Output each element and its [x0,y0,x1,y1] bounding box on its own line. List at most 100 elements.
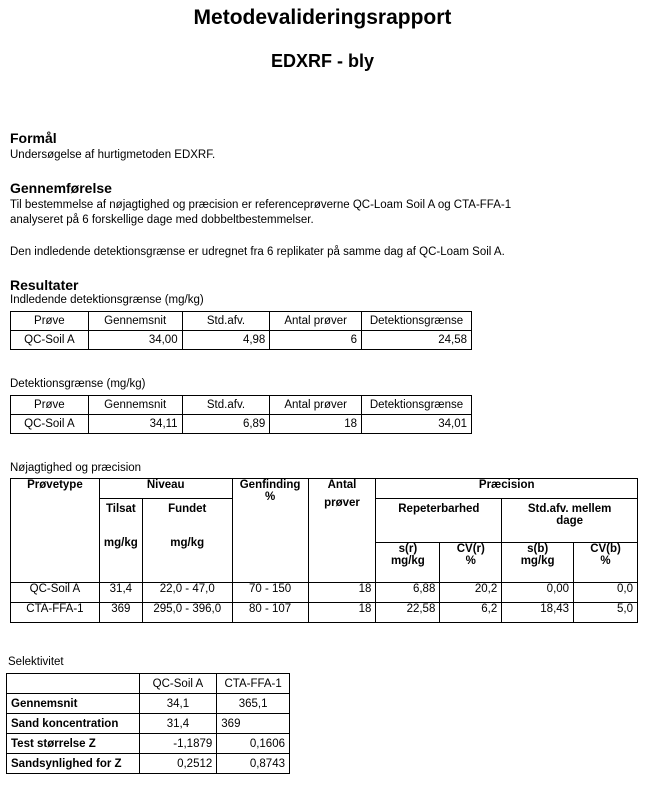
header-cell: QC-Soil A [138,673,218,694]
cell: 0,2512 [138,753,218,774]
cell: 6,88 [375,582,441,603]
header-cell-sb: s(b) mg/kg [501,542,575,583]
cell: 24,58 [361,330,472,350]
cell: 6,2 [439,602,503,623]
table-header-row: QC-Soil A CTA-FFA-1 [6,673,290,694]
table4-caption: Selektivitet [8,656,64,668]
table-header-row: Prøve Gennemsnit Std.afv. Antal prøver D… [10,311,472,331]
cell: 31,4 [98,582,143,603]
cell: 22,58 [375,602,441,623]
header-cell: Prøve [10,395,89,415]
header-cell-genfinding: Genfinding % [231,478,309,583]
header-cell: Prøve [10,311,89,331]
cell: 18,43 [501,602,575,623]
initial-detection-limit-table: Prøve Gennemsnit Std.afv. Antal prøver D… [10,311,472,350]
cell: CTA-FFA-1 [10,602,100,623]
table-row: QC-Soil A 34,11 6,89 18 34,01 [10,414,472,434]
header-cell: Gennemsnit [87,395,183,415]
gennemfoerelse-line-3: Den indledende detektionsgrænse er udreg… [10,246,505,258]
cell: 369 [216,713,290,734]
cell: 18 [307,602,377,623]
header-cell-niveau: Niveau [98,478,233,499]
accuracy-precision-table: Prøvetype Niveau Genfinding % Antal prøv… [10,478,638,623]
header-cell: CTA-FFA-1 [216,673,290,694]
header-cvb-unit: % [600,555,611,567]
table-row: QC-Soil A 34,00 4,98 6 24,58 [10,330,472,350]
header-cell: Antal prøver [269,395,363,415]
table1-caption: Indledende detektionsgrænse (mg/kg) [10,294,204,306]
cell: QC-Soil A [10,330,89,350]
report-subtitle: EDXRF - bly [270,51,374,71]
header-sb-label: s(b) [527,543,549,555]
table-row: QC-Soil A 31,4 22,0 - 47,0 70 - 150 18 6… [10,582,638,603]
header-cell [6,673,140,694]
header-cell-praecision: Præcision [375,478,638,499]
cell: 0,1606 [216,733,290,754]
cell: 0,00 [501,582,575,603]
formaal-text: Undersøgelse af hurtigmetoden EDXRF. [10,149,216,161]
cell: 34,00 [87,330,183,350]
table-row: Sandsynlighed for Z 0,2512 0,8743 [6,753,290,774]
cell: 34,1 [138,693,218,714]
cell: Test størrelse Z [6,733,140,754]
header-dage-label: dage [556,515,584,527]
cell: 18 [307,582,377,603]
header-cell: Std.afv. [181,395,271,415]
table-row: Sand koncentration 31,4 369 [6,713,290,734]
cell: 31,4 [138,713,218,734]
header-tilsat-unit: mg/kg [103,537,138,549]
table-row: Test størrelse Z -1,1879 0,1606 [6,733,290,754]
header-genfinding-label: Genfinding [239,479,301,491]
table-header-row: s(r) mg/kg CV(r) % s(b) mg/kg CV(b) % [11,542,638,583]
header-cell: Detektionsgrænse [361,311,472,331]
cell: 4,98 [181,330,271,350]
cell: 70 - 150 [231,582,309,603]
header-cell-stdafv-mellem: Std.afv. mellem dage [501,498,638,543]
header-cvr-unit: % [465,555,476,567]
cell: 22,0 - 47,0 [141,582,233,603]
section-heading-gennemfoerelse: Gennemførelse [10,180,112,196]
header-cell: Std.afv. [181,311,271,331]
header-sr-label: s(r) [398,543,418,555]
gennemfoerelse-line-2: analyseret på 6 forskellige dage med dob… [10,214,314,226]
header-cell-sr: s(r) mg/kg [375,542,441,583]
cell: -1,1879 [138,733,218,754]
header-cell-cvb: CV(b) % [573,542,638,583]
header-cvr-label: CV(r) [456,543,485,555]
header-cell-repeterbarhed: Repeterbarhed [375,498,503,543]
cell: 18 [269,414,363,434]
table-row: CTA-FFA-1 369 295,0 - 396,0 80 - 107 18 … [10,602,638,623]
report-title: Metodevalideringsrapport [193,6,452,29]
header-sb-unit: mg/kg [520,555,555,567]
cell: QC-Soil A [10,414,89,434]
header-sr-unit: mg/kg [390,555,425,567]
cell: 0,8743 [216,753,290,774]
cell: 295,0 - 396,0 [141,602,233,623]
cell: QC-Soil A [10,582,100,603]
header-cell-antal: Antal prøver [307,478,377,583]
cell: 20,2 [439,582,503,603]
header-cell: Antal prøver [269,311,363,331]
table-header-row: Tilsat mg/kg Fundet mg/kg Repeterbarhed … [11,498,638,583]
header-cell-cvr: CV(r) % [439,542,503,583]
cell: 80 - 107 [231,602,309,623]
cell: 5,0 [573,602,638,623]
header-cell-fundet: Fundet mg/kg [141,498,233,583]
table-header-row: Prøve Gennemsnit Std.afv. Antal prøver D… [10,395,472,415]
table3-caption: Nøjagtighed og præcision [10,462,142,474]
table-row: Gennemsnit 34,1 365,1 [6,693,290,714]
section-heading-resultater: Resultater [10,277,79,293]
table-header-row: Prøvetype Niveau Genfinding % Antal prøv… [10,478,638,583]
header-antal-label-2: prøver [324,497,360,509]
header-cell-tilsat: Tilsat mg/kg [98,498,143,583]
header-repeterbarhed-label: Repeterbarhed [398,503,480,515]
cell: Sandsynlighed for Z [6,753,140,774]
cell: Gennemsnit [6,693,140,714]
header-antal-label: Antal [327,479,357,491]
cell: 6,89 [181,414,271,434]
cell: 365,1 [216,693,290,714]
detection-limit-table: Prøve Gennemsnit Std.afv. Antal prøver D… [10,395,472,434]
header-cell: Detektionsgrænse [361,395,472,415]
cell: 0,0 [573,582,638,603]
